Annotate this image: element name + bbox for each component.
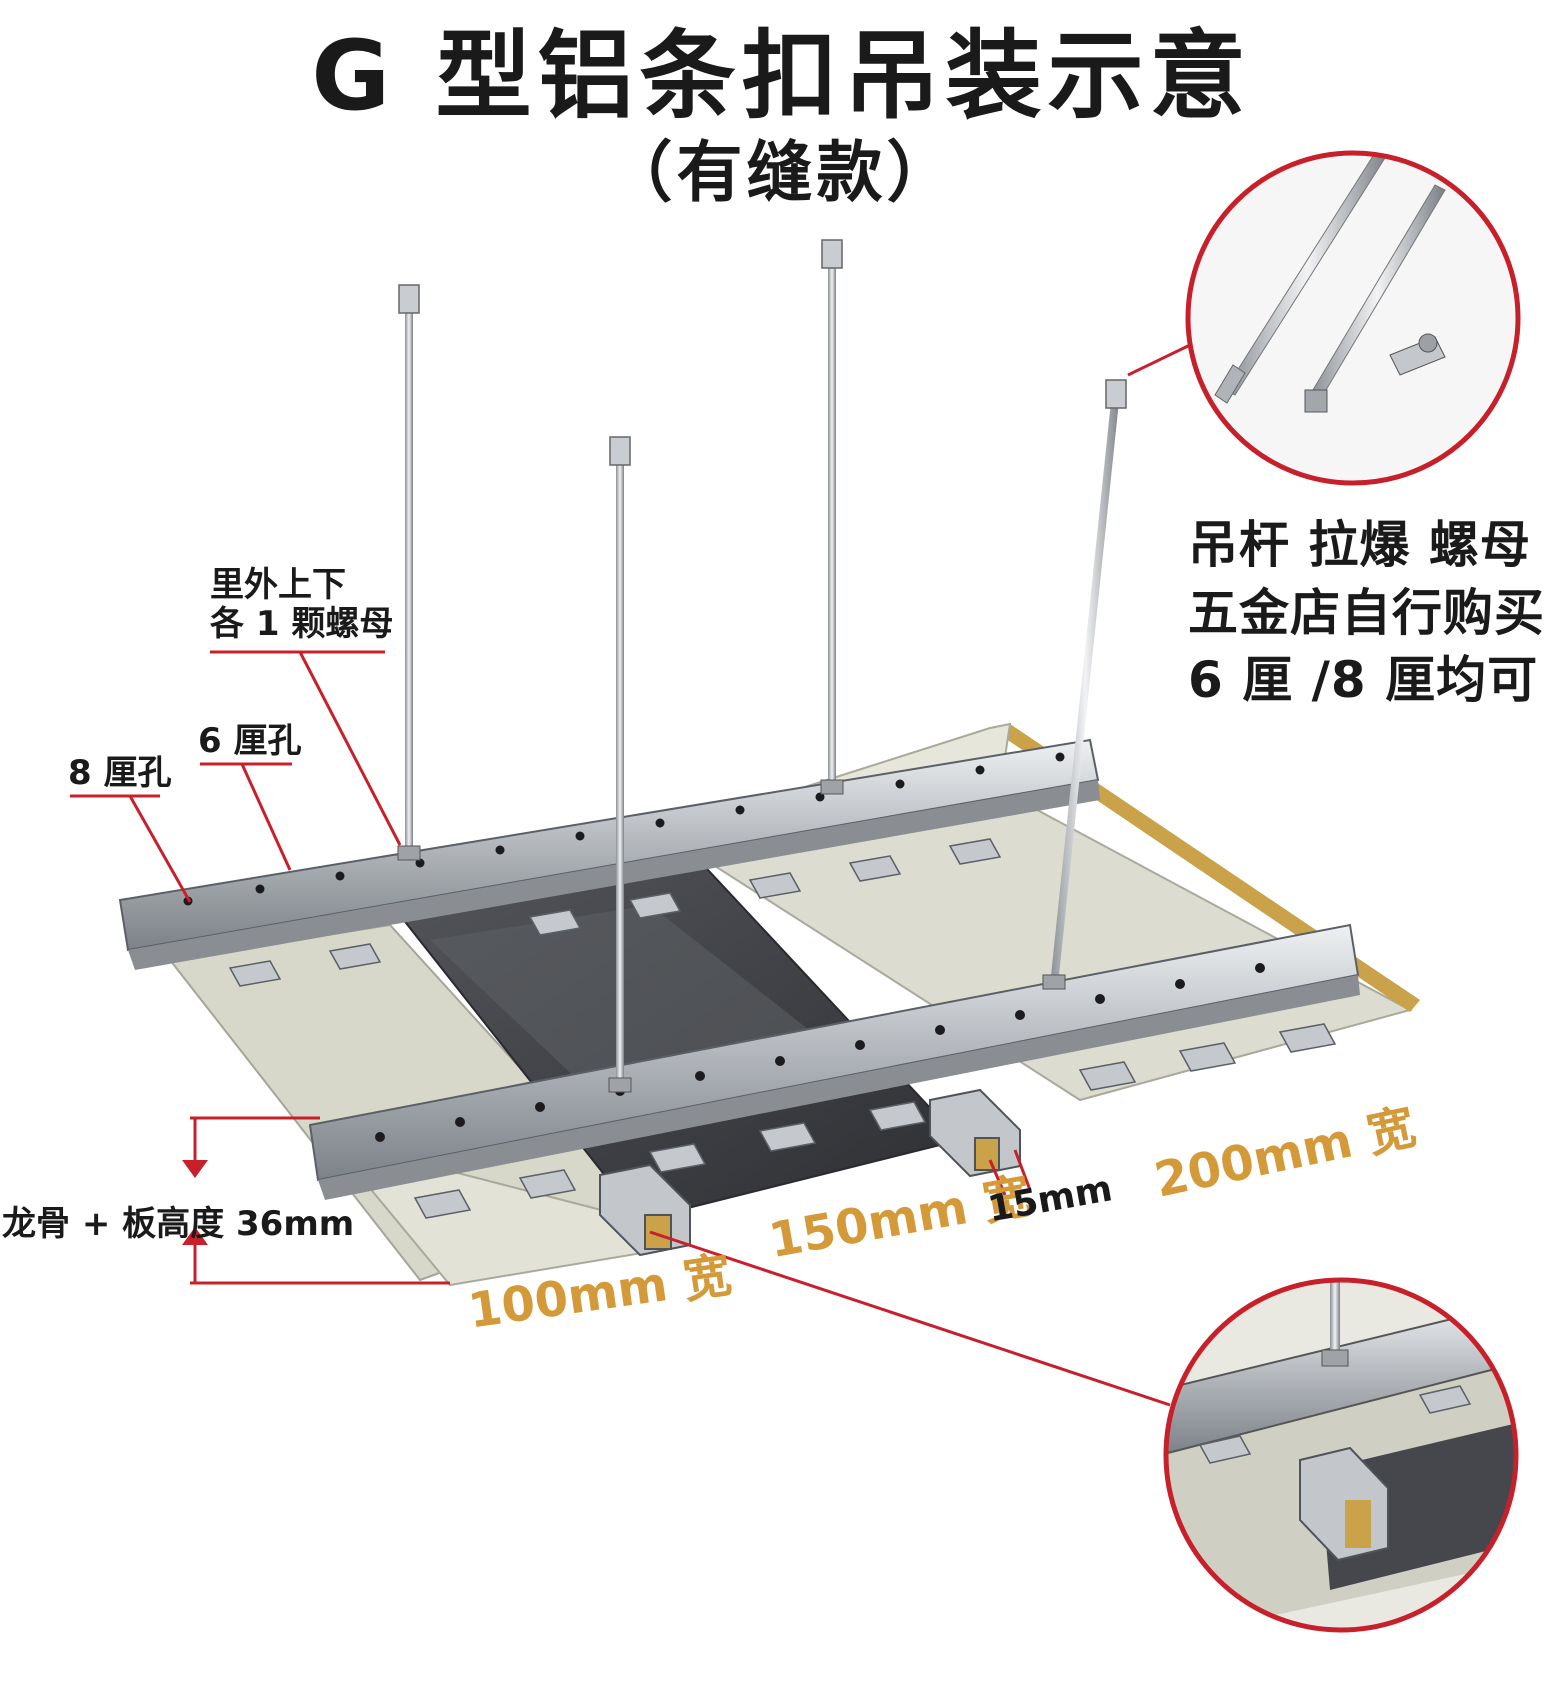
height-label: 龙骨 + 板高度 36mm bbox=[2, 1204, 355, 1244]
front-keel bbox=[308, 923, 1360, 1219]
nuts-label-line2: 各 1 颗螺母 bbox=[210, 604, 394, 645]
nuts-label: 里外上下 各 1 颗螺母 bbox=[210, 565, 394, 645]
rear-keel bbox=[118, 738, 1100, 987]
hole-8mm-label: 8 厘孔 bbox=[68, 753, 172, 793]
hanger-rod-4 bbox=[1042, 379, 1127, 990]
nuts-label-line1: 里外上下 bbox=[210, 565, 346, 605]
diagram-subtitle: （有缝款） bbox=[606, 134, 957, 211]
clip-detail-circle bbox=[1163, 1277, 1519, 1633]
g-clip-profiles bbox=[599, 1088, 1021, 1257]
hanger-rod-3 bbox=[820, 239, 844, 795]
dimension-arrows bbox=[182, 1160, 208, 1245]
hanger-rod-1 bbox=[397, 284, 421, 861]
hanger-rod-2 bbox=[608, 436, 632, 1093]
diagram-title: G 型铝条扣吊装示意 bbox=[311, 20, 1252, 132]
hanger-rods bbox=[397, 239, 1127, 1093]
hardware-note-line2: 五金店自行购买 bbox=[1188, 583, 1545, 642]
callout-lines bbox=[70, 343, 1191, 1407]
hardware-note-line3: 6 厘 /8 厘均可 bbox=[1188, 651, 1539, 709]
hardware-note-line1: 吊杆 拉爆 螺母 bbox=[1188, 516, 1531, 574]
hardware-note: 吊杆 拉爆 螺母 五金店自行购买 6 厘 /8 厘均可 bbox=[1188, 512, 1545, 715]
hole-6mm-label: 6 厘孔 bbox=[198, 721, 302, 761]
hardware-detail-circle bbox=[1185, 150, 1521, 486]
